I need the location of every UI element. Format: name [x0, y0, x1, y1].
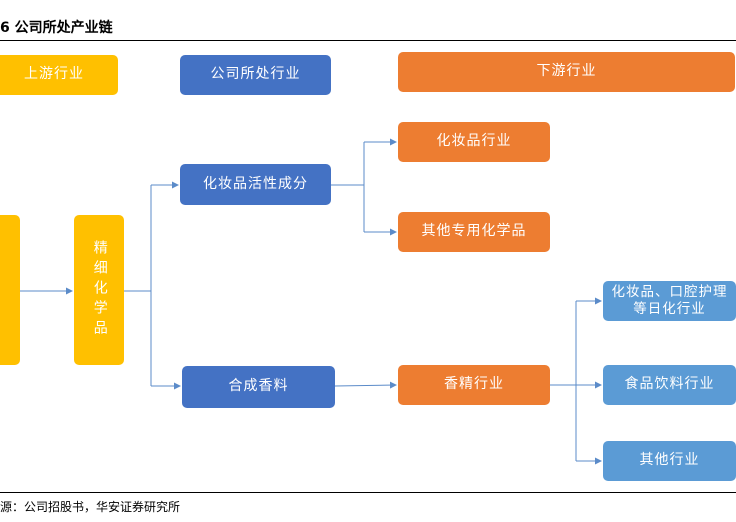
- figure-title: 6 公司所处产业链: [0, 20, 113, 36]
- active-ingredients-box: 化妆品活性成分: [180, 164, 331, 205]
- fine-chemicals-box: 精细化学品: [74, 215, 124, 365]
- special-chemicals-box: 其他专用化学品: [398, 212, 550, 252]
- cosmetics-industry-box: 化妆品行业: [398, 122, 550, 162]
- top-rule: [0, 40, 736, 41]
- oral-care-box: 化妆品、口腔护理等日化行业: [603, 281, 736, 321]
- upstream-header: 上游行业: [0, 55, 118, 95]
- flavor-industry-box: 香精行业: [398, 365, 550, 405]
- food-beverage-box: 食品饮料行业: [603, 365, 736, 405]
- company-header: 公司所处行业: [180, 55, 331, 95]
- bottom-rule: [0, 492, 736, 493]
- fine-chemicals-label: 精细化学品: [91, 240, 108, 340]
- source-note: 源：公司招股书，华安证券研究所: [0, 500, 181, 514]
- upstream-block: [0, 215, 20, 365]
- connector-fragrance-to-flavor: [334, 381, 397, 389]
- other-industries-box: 其他行业: [603, 441, 736, 481]
- synthetic-fragrance-box: 合成香料: [182, 366, 335, 408]
- downstream-header: 下游行业: [398, 52, 735, 92]
